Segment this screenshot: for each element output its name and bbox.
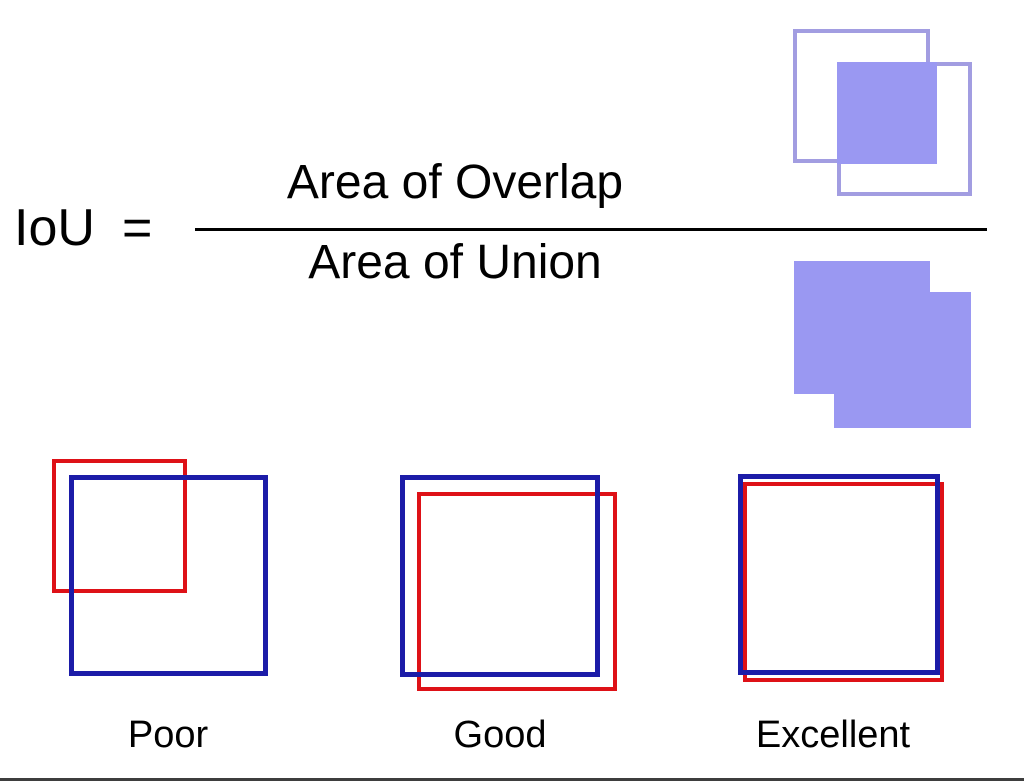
ground-truth-box-blue (738, 474, 940, 675)
numerator-label: Area of Overlap (286, 156, 624, 209)
predicted-box-red (417, 492, 617, 691)
bottom-edge-strip (0, 778, 1024, 781)
example-label-good: Good (453, 714, 547, 756)
fraction-bar (195, 228, 987, 231)
equals-sign: = (122, 199, 153, 257)
iou-label: IoU (14, 199, 95, 257)
example-label-excellent: Excellent (755, 714, 911, 756)
ground-truth-box-blue (400, 475, 600, 677)
example-label-poor: Poor (127, 714, 209, 756)
denominator-label: Area of Union (308, 236, 602, 289)
union-box-b-fill (834, 292, 971, 428)
ground-truth-box-blue (69, 475, 268, 676)
intersection-fill (837, 62, 937, 164)
predicted-box-red (743, 482, 944, 682)
predicted-box-red (52, 459, 187, 593)
